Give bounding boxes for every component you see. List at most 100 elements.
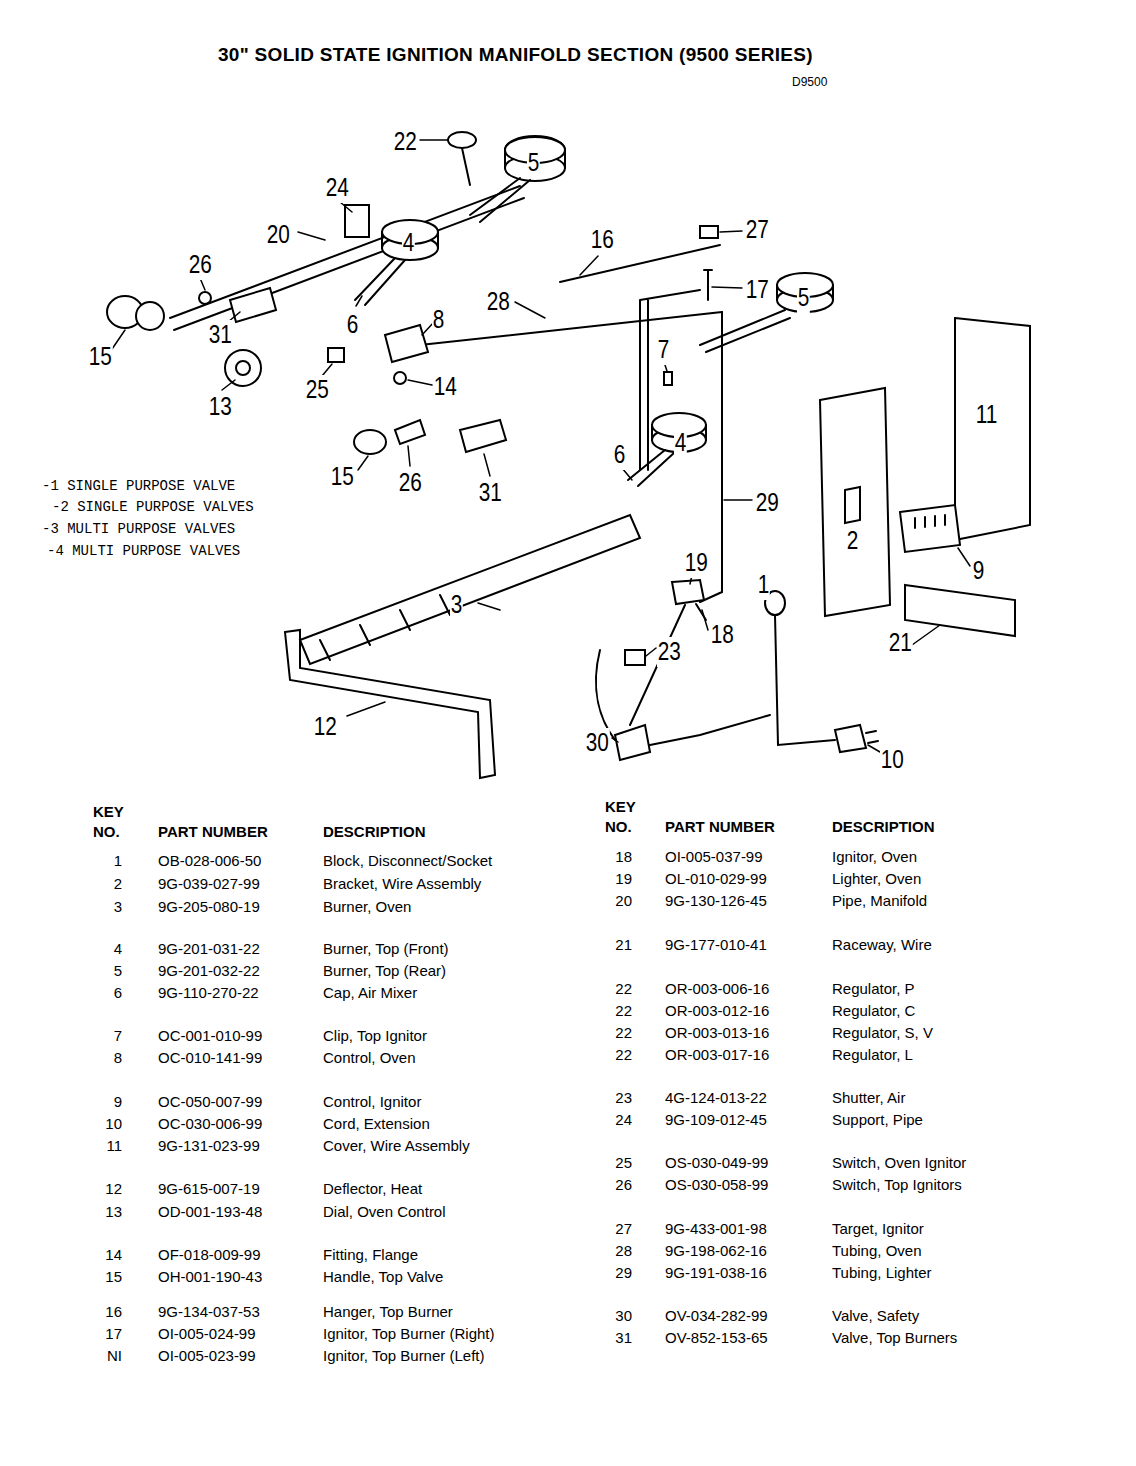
part-number: OV-852-153-65 bbox=[665, 1329, 768, 1346]
part-description: Switch, Oven Ignitor bbox=[832, 1154, 966, 1171]
key-number: 21 bbox=[615, 936, 632, 953]
key-number: 22 bbox=[615, 1024, 632, 1041]
key-number: 28 bbox=[615, 1242, 632, 1259]
key-number: 10 bbox=[105, 1115, 122, 1132]
key-number: NI bbox=[107, 1347, 122, 1364]
key-number: 2 bbox=[114, 875, 122, 892]
part-description: Cap, Air Mixer bbox=[323, 984, 417, 1001]
callout-number: 31 bbox=[478, 478, 503, 508]
key-number: 13 bbox=[105, 1203, 122, 1220]
valve-note: -4 MULTI PURPOSE VALVES bbox=[47, 543, 240, 559]
valve-note: -1 SINGLE PURPOSE VALVE bbox=[42, 478, 235, 494]
part-number: OC-010-141-99 bbox=[158, 1049, 262, 1066]
part-description: Handle, Top Valve bbox=[323, 1268, 443, 1285]
callout-number: 6 bbox=[346, 310, 359, 340]
callout-number: 13 bbox=[208, 392, 233, 422]
part-description: Raceway, Wire bbox=[832, 936, 932, 953]
callout-number: 7 bbox=[657, 335, 670, 365]
key-number: 6 bbox=[114, 984, 122, 1001]
part-number: 9G-134-037-53 bbox=[158, 1303, 260, 1320]
part-number: OI-005-037-99 bbox=[665, 848, 763, 865]
callout-number: 30 bbox=[585, 728, 610, 758]
part-number: 9G-198-062-16 bbox=[665, 1242, 767, 1259]
part-description: Ignitor, Oven bbox=[832, 848, 917, 865]
key-number: 27 bbox=[615, 1220, 632, 1237]
part-number: OS-030-058-99 bbox=[665, 1176, 768, 1193]
callout-number: 12 bbox=[313, 712, 338, 742]
part-number: 9G-191-038-16 bbox=[665, 1264, 767, 1281]
part-description: Valve, Top Burners bbox=[832, 1329, 957, 1346]
callout-number: 25 bbox=[305, 375, 330, 405]
table-header: NO. bbox=[93, 823, 120, 840]
callout-number: 4 bbox=[402, 228, 415, 258]
callout-number: 16 bbox=[590, 225, 615, 255]
part-description: Cover, Wire Assembly bbox=[323, 1137, 470, 1154]
part-number: OC-001-010-99 bbox=[158, 1027, 262, 1044]
part-number: OB-028-006-50 bbox=[158, 852, 261, 869]
callout-number: 22 bbox=[393, 127, 418, 157]
key-number: 24 bbox=[615, 1111, 632, 1128]
part-number: OI-005-023-99 bbox=[158, 1347, 256, 1364]
part-number: 9G-201-031-22 bbox=[158, 940, 260, 957]
callout-number: 23 bbox=[657, 637, 682, 667]
callout-number: 14 bbox=[433, 372, 458, 402]
part-number: 9G-433-001-98 bbox=[665, 1220, 767, 1237]
valve-note: -2 SINGLE PURPOSE VALVES bbox=[52, 499, 254, 515]
key-number: 25 bbox=[615, 1154, 632, 1171]
part-description: Burner, Top (Front) bbox=[323, 940, 449, 957]
callout-number: 18 bbox=[710, 620, 735, 650]
part-description: Deflector, Heat bbox=[323, 1180, 422, 1197]
part-description: Regulator, C bbox=[832, 1002, 915, 1019]
part-number: OS-030-049-99 bbox=[665, 1154, 768, 1171]
key-number: 11 bbox=[106, 1137, 122, 1154]
part-description: Target, Ignitor bbox=[832, 1220, 924, 1237]
key-number: 15 bbox=[105, 1268, 122, 1285]
part-description: Valve, Safety bbox=[832, 1307, 919, 1324]
callout-number: 3 bbox=[450, 590, 463, 620]
callout-number: 5 bbox=[527, 148, 540, 178]
part-description: Support, Pipe bbox=[832, 1111, 923, 1128]
table-header: DESCRIPTION bbox=[323, 823, 426, 840]
key-number: 30 bbox=[615, 1307, 632, 1324]
valve-note: -3 MULTI PURPOSE VALVES bbox=[42, 521, 235, 537]
part-number: OR-003-017-16 bbox=[665, 1046, 769, 1063]
part-number: OH-001-190-43 bbox=[158, 1268, 262, 1285]
key-number: 5 bbox=[114, 962, 122, 979]
key-number: 9 bbox=[114, 1093, 122, 1110]
table-header: PART NUMBER bbox=[158, 823, 268, 840]
callout-number: 26 bbox=[188, 250, 213, 280]
part-description: Lighter, Oven bbox=[832, 870, 921, 887]
key-number: 3 bbox=[114, 898, 122, 915]
part-description: Tubing, Lighter bbox=[832, 1264, 932, 1281]
part-number: 9G-131-023-99 bbox=[158, 1137, 260, 1154]
table-header: KEY bbox=[605, 798, 636, 815]
part-number: 9G-109-012-45 bbox=[665, 1111, 767, 1128]
table-header: DESCRIPTION bbox=[832, 818, 935, 835]
callout-number: 1 bbox=[757, 570, 770, 600]
key-number: 4 bbox=[114, 940, 122, 957]
part-description: Shutter, Air bbox=[832, 1089, 905, 1106]
part-description: Burner, Top (Rear) bbox=[323, 962, 446, 979]
table-header: KEY bbox=[93, 803, 124, 820]
part-number: OV-034-282-99 bbox=[665, 1307, 768, 1324]
callout-number: 9 bbox=[972, 556, 985, 586]
key-number: 8 bbox=[114, 1049, 122, 1066]
callout-number: 10 bbox=[880, 745, 905, 775]
key-number: 17 bbox=[105, 1325, 122, 1342]
key-number: 7 bbox=[114, 1027, 122, 1044]
part-description: Fitting, Flange bbox=[323, 1246, 418, 1263]
callout-number: 2 bbox=[846, 526, 859, 556]
callout-number: 17 bbox=[745, 275, 770, 305]
part-description: Block, Disconnect/Socket bbox=[323, 852, 492, 869]
key-number: 22 bbox=[615, 980, 632, 997]
key-number: 14 bbox=[105, 1246, 122, 1263]
part-description: Control, Oven bbox=[323, 1049, 416, 1066]
callout-number: 27 bbox=[745, 215, 770, 245]
key-number: 19 bbox=[615, 870, 632, 887]
part-description: Control, Ignitor bbox=[323, 1093, 421, 1110]
key-number: 20 bbox=[615, 892, 632, 909]
part-description: Hanger, Top Burner bbox=[323, 1303, 453, 1320]
part-number: OR-003-013-16 bbox=[665, 1024, 769, 1041]
key-number: 12 bbox=[105, 1180, 122, 1197]
callout-number: 26 bbox=[398, 468, 423, 498]
